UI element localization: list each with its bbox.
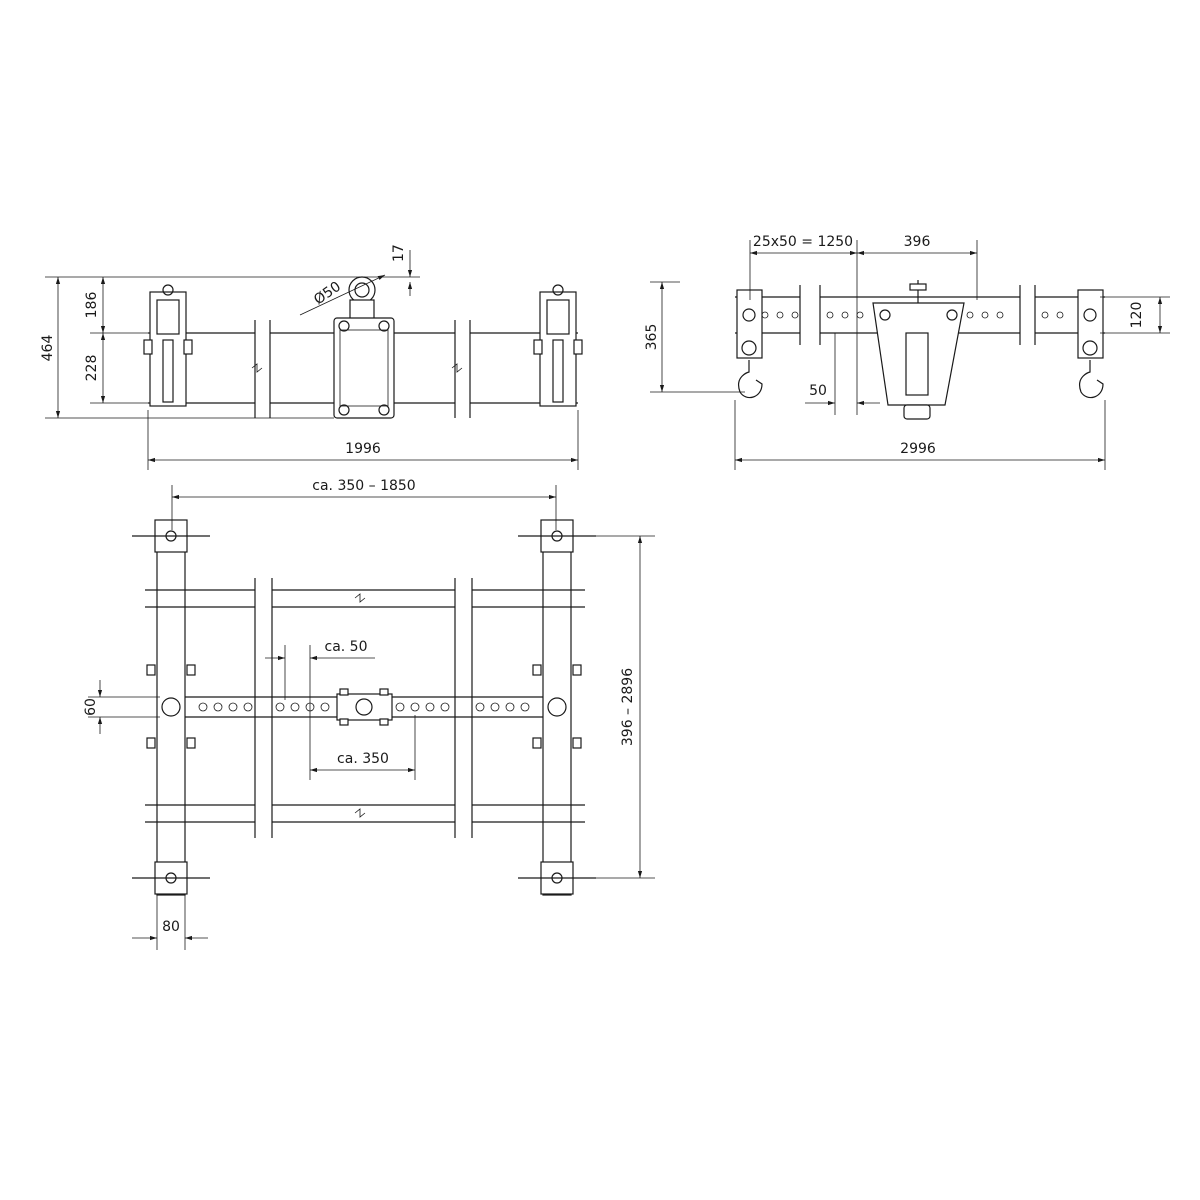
- front-view-dimensions: 464 186 228 Ø50 17 1996: [40, 244, 579, 470]
- side-view: [735, 280, 1105, 420]
- dim-80: 80: [162, 919, 180, 935]
- dim-228: 228: [84, 355, 100, 382]
- dim-2996: 2996: [900, 441, 936, 457]
- dim-ca-50: ca. 50: [325, 639, 368, 655]
- dim-365: 365: [644, 324, 660, 351]
- dim-17: 17: [391, 244, 407, 262]
- side-holes: [761, 311, 1064, 319]
- clamps-top: [132, 519, 596, 895]
- dim-120: 120: [1129, 302, 1145, 329]
- dim-186: 186: [84, 292, 100, 319]
- dim-50: 50: [809, 383, 827, 399]
- dim-464: 464: [40, 335, 56, 362]
- clamp-left: [143, 284, 193, 407]
- dim-396-2896: 396 – 2896: [620, 668, 636, 746]
- dim-25x50-1250: 25x50 = 1250: [753, 234, 853, 250]
- dim-ca-350-1850: ca. 350 – 1850: [312, 478, 415, 494]
- dim-ca-350: ca. 350: [337, 751, 389, 767]
- dim-396: 396: [904, 234, 931, 250]
- top-view-dimensions: ca. 350 – 1850 396 – 2896 60 ca. 50 ca. …: [83, 478, 655, 950]
- dim-60: 60: [83, 698, 99, 716]
- top-view: [132, 519, 596, 896]
- front-view: [143, 276, 583, 419]
- dim-ring-diameter: Ø50: [311, 279, 344, 309]
- center-plate: [333, 276, 395, 419]
- cross-bars: [145, 578, 585, 838]
- center-beam: [185, 688, 543, 726]
- clamp-right: [533, 284, 583, 407]
- side-view-dimensions: 365 25x50 = 1250 396 120 50 2996: [644, 234, 1170, 470]
- dim-1996: 1996: [345, 441, 381, 457]
